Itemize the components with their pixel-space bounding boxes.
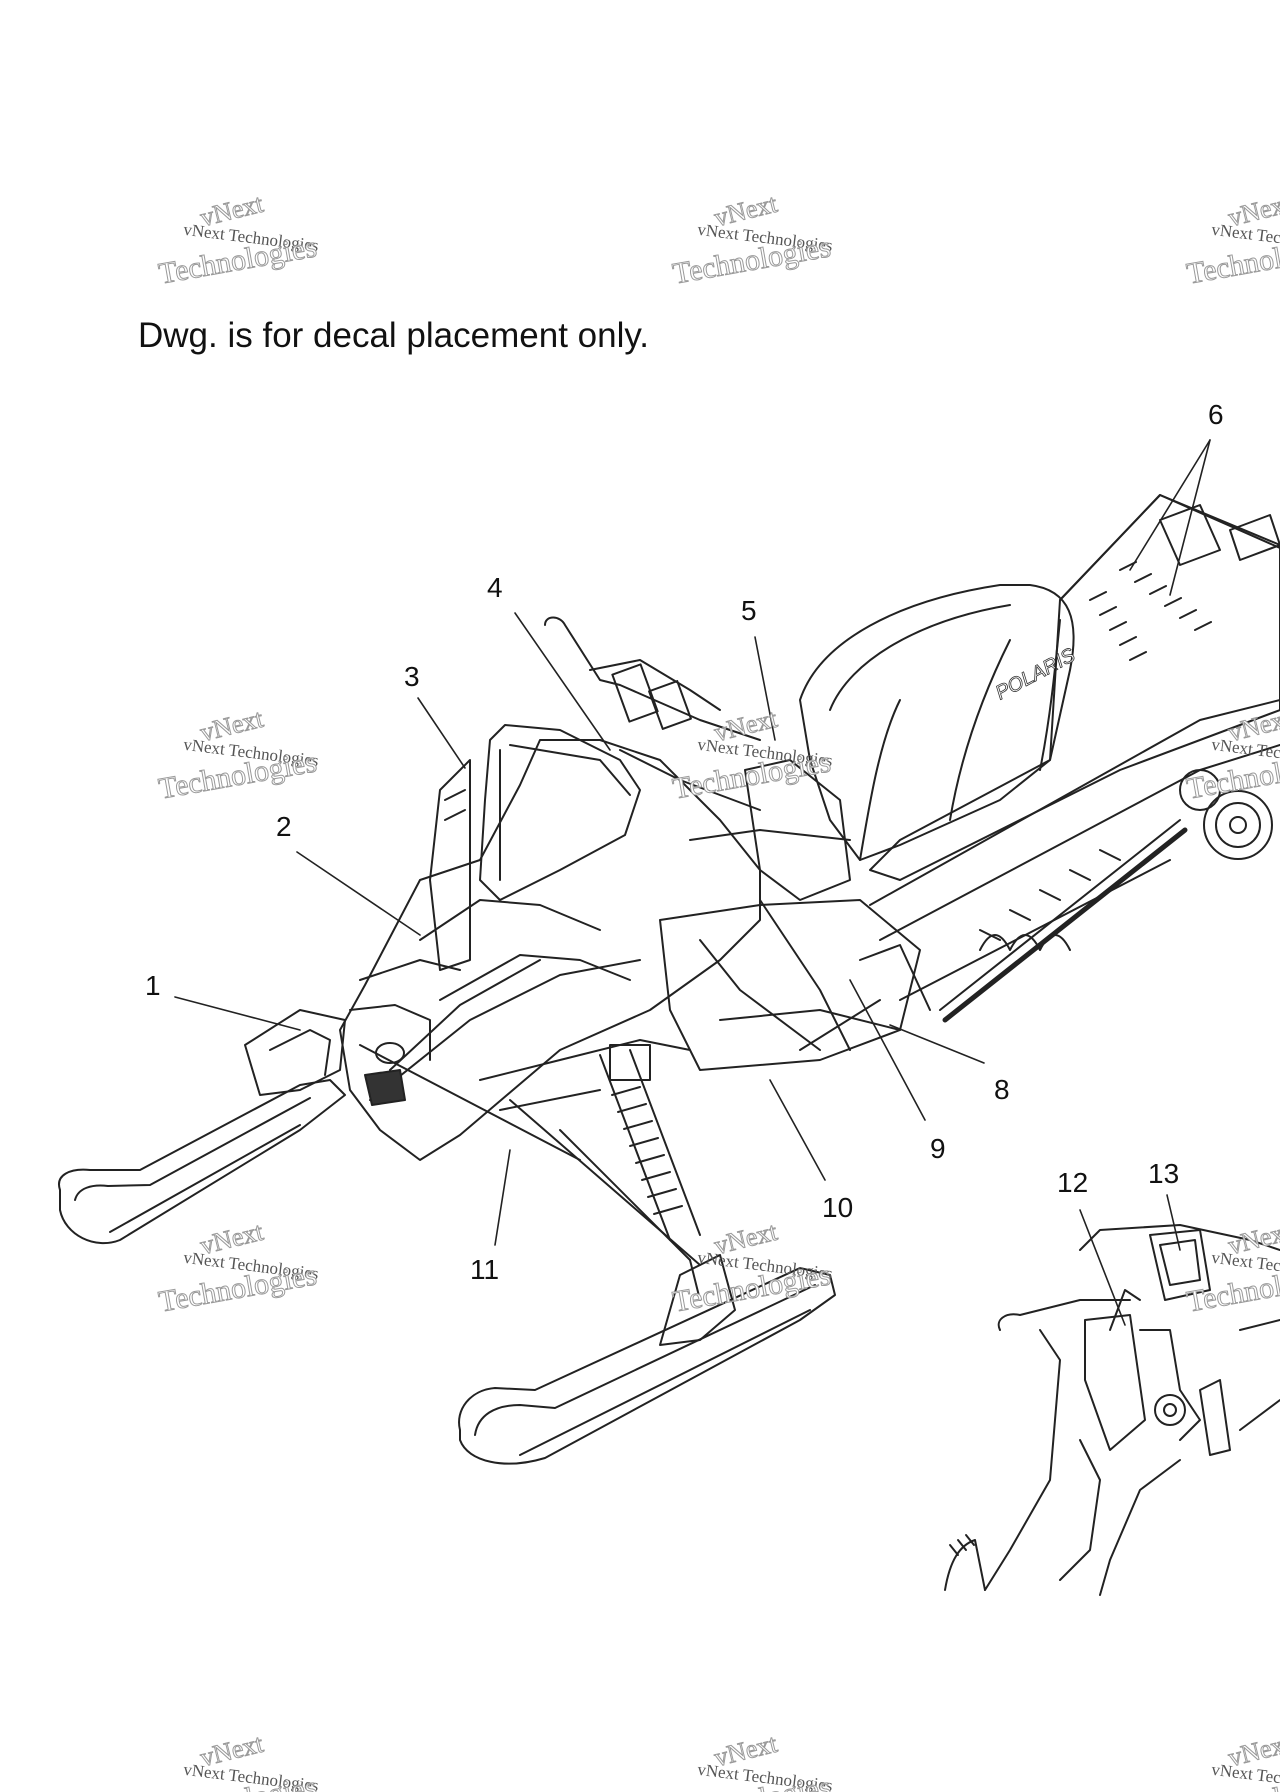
front-suspension	[359, 1044, 701, 1266]
left-ski	[58, 1009, 346, 1245]
watermark: vNext vNext Technologies Technologies	[1184, 703, 1280, 806]
inset-front-view	[944, 1224, 1280, 1596]
watermark: vNext vNext Technologies Technologies	[670, 1728, 834, 1792]
callout-6: 6	[1208, 399, 1224, 430]
callout-9: 9	[930, 1133, 946, 1164]
callout-11: 11	[470, 1254, 499, 1285]
watermark: vNext vNext Technologies Technologies	[156, 188, 378, 295]
callout-13: 13	[1148, 1158, 1179, 1189]
callout-12: 12	[1057, 1167, 1088, 1198]
watermark: vNext vNext Technologies Technologies	[156, 1216, 320, 1319]
watermark: vNext vNext Technologies Technologies	[156, 1728, 320, 1792]
watermark: vNext vNext Technologies Technologies	[1184, 1728, 1280, 1792]
watermark: vNext vNext Technologies Technologies	[1184, 1216, 1280, 1319]
seat-decal-text: POLARIS	[992, 644, 1079, 704]
callout-3: 3	[404, 661, 420, 692]
callout-5: 5	[741, 595, 757, 626]
handlebar	[544, 616, 761, 811]
callout-1: 1	[145, 970, 161, 1001]
leader-lines	[174, 439, 1211, 1326]
callout-10: 10	[822, 1192, 853, 1223]
callout-labels: 1 2 3 4 5 6 8 9 10 11 12 13	[145, 399, 1224, 1285]
rear-idler-wheel	[1179, 769, 1273, 860]
callout-8: 8	[994, 1074, 1010, 1105]
watermark: vNext vNext Technologies Technologies	[670, 1216, 834, 1319]
watermark: vNext vNext Technologies Technologies	[1184, 188, 1280, 291]
drawing-note: Dwg. is for decal placement only.	[138, 316, 649, 355]
callout-4: 4	[487, 572, 503, 603]
watermark: vNext vNext Technologies Technologies	[156, 703, 320, 806]
right-ski	[458, 1254, 836, 1465]
watermark: vNext vNext Technologies Technologies	[670, 188, 834, 291]
watermark: vNext vNext Technologies Technologies	[670, 703, 834, 806]
hood-body	[339, 739, 761, 1161]
callout-2: 2	[276, 811, 292, 842]
windshield	[429, 724, 641, 971]
